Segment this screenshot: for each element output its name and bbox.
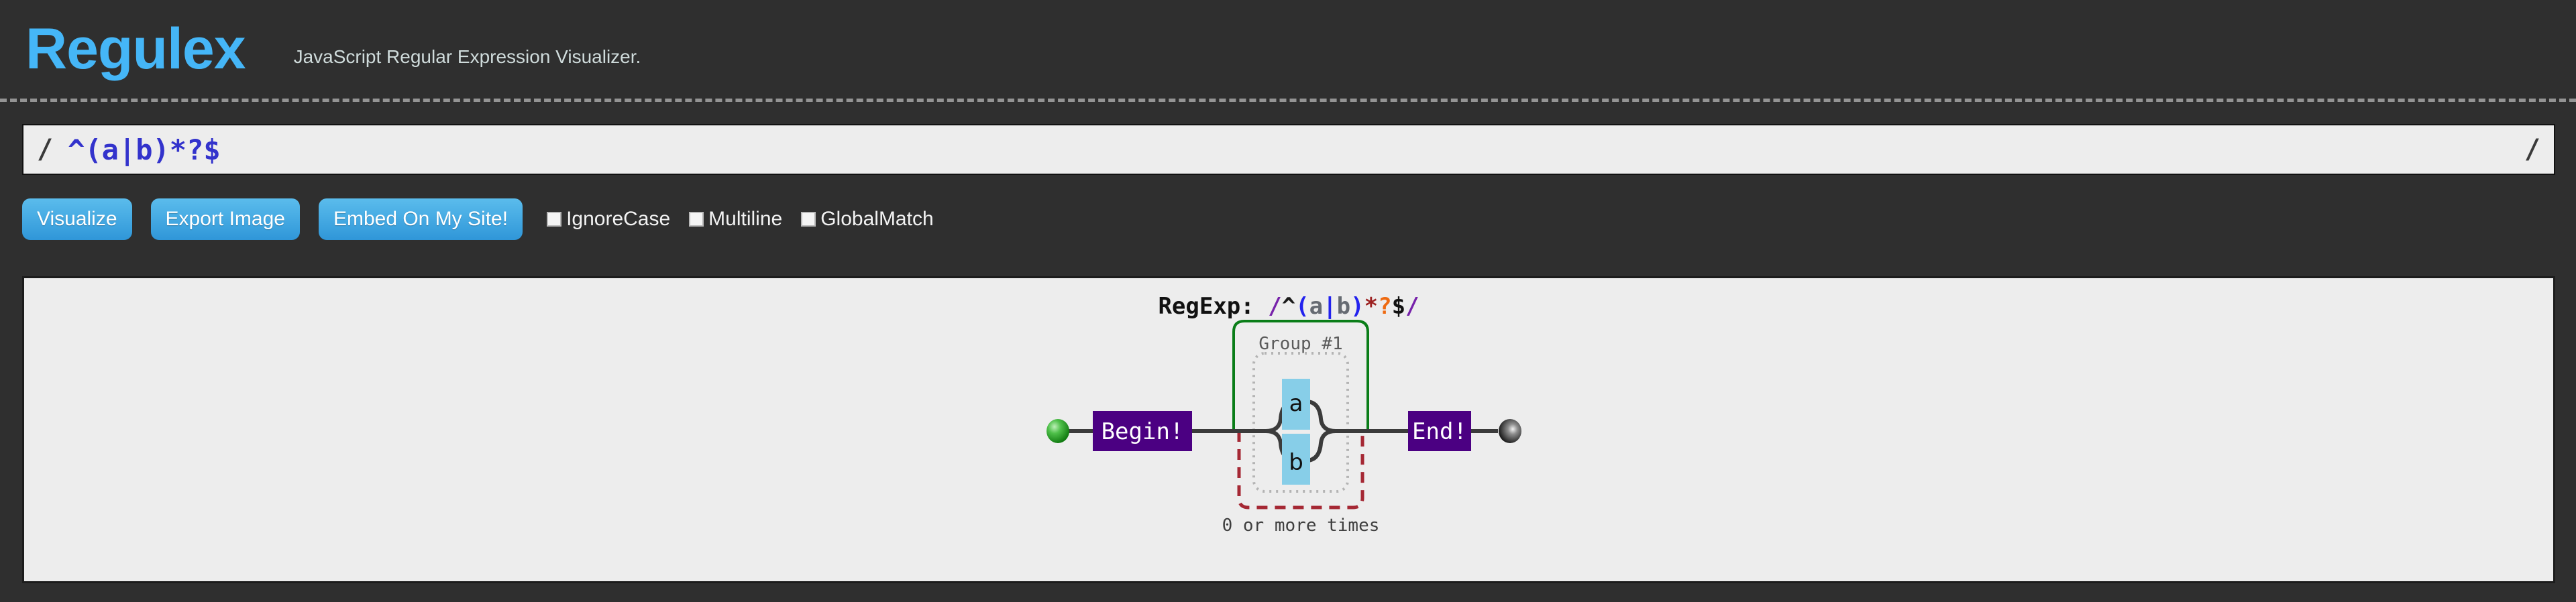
embed-on-my-site-button[interactable]: Embed On My Site! (318, 198, 523, 240)
flag-multiline[interactable]: Multiline (689, 208, 782, 231)
charset-label-b: b (1289, 449, 1303, 476)
checkbox-multiline[interactable] (689, 212, 704, 227)
visualize-button[interactable]: Visualize (22, 198, 132, 240)
token-caret: ^ (1281, 293, 1296, 320)
token-paren-open: ( (1295, 293, 1309, 320)
quantifier-box-border (1237, 431, 1364, 509)
charset-box-a (1282, 379, 1310, 430)
branch-curve-from-a (1292, 400, 1338, 433)
checkbox-globalmatch[interactable] (801, 212, 816, 227)
end-node-box (1408, 411, 1471, 451)
flag-group: IgnoreCase Multiline GlobalMatch (547, 208, 953, 231)
token-dollar: $ (1391, 293, 1406, 320)
flag-ignorecase[interactable]: IgnoreCase (547, 208, 670, 231)
token-paren-close: ) (1350, 293, 1364, 320)
start-node-dot (1046, 419, 1069, 443)
regexp-caption: RegExp: /^(a|b)*?$/ (24, 293, 2553, 320)
page-header: Regulex JavaScript Regular Expression Vi… (0, 0, 2576, 98)
token-char-b: b (1336, 293, 1351, 320)
quantifier-label: 0 or more times (1222, 516, 1380, 536)
begin-node-box (1093, 411, 1192, 451)
charset-label-a: a (1289, 390, 1303, 417)
diagram-canvas: RegExp: /^(a|b)*?$/ (22, 276, 2555, 583)
flag-label-ignorecase: IgnoreCase (566, 208, 671, 230)
token-slash-close: / (1405, 293, 1419, 320)
token-lazy: ? (1378, 293, 1392, 320)
app-logo: Regulex (25, 17, 246, 81)
regexp-caption-prefix: RegExp: (1158, 293, 1269, 320)
regex-input-bar[interactable]: / / (22, 124, 2555, 175)
token-char-a: a (1309, 293, 1324, 320)
checkbox-ignorecase[interactable] (547, 212, 562, 227)
end-node-dot (1499, 419, 1521, 443)
alternation-box-border (1252, 352, 1349, 493)
group-label: Group #1 (1258, 334, 1342, 354)
toolbar: Visualize Export Image Embed On My Site!… (22, 198, 953, 240)
export-image-button[interactable]: Export Image (150, 198, 300, 240)
header-divider (0, 99, 2576, 102)
open-delimiter-slash: / (37, 134, 54, 165)
app-tagline: JavaScript Regular Expression Visualizer… (293, 46, 641, 67)
flag-label-multiline: Multiline (708, 208, 783, 230)
close-delimiter-slash: / (2524, 134, 2540, 165)
token-pipe: | (1323, 293, 1337, 320)
regex-input[interactable] (53, 129, 2524, 170)
railroad-diagram: Begin! a b End! Group #1 0 or more times (1020, 312, 1557, 566)
end-node-label: End! (1412, 418, 1467, 445)
charset-box-b (1282, 434, 1310, 485)
token-star: * (1364, 293, 1379, 320)
flag-globalmatch[interactable]: GlobalMatch (801, 208, 934, 231)
begin-node-label: Begin! (1102, 418, 1184, 445)
group-box-border (1232, 320, 1369, 431)
token-slash-open: / (1268, 293, 1282, 320)
flag-label-globalmatch: GlobalMatch (820, 208, 934, 230)
branch-curve-from-b (1292, 429, 1338, 463)
